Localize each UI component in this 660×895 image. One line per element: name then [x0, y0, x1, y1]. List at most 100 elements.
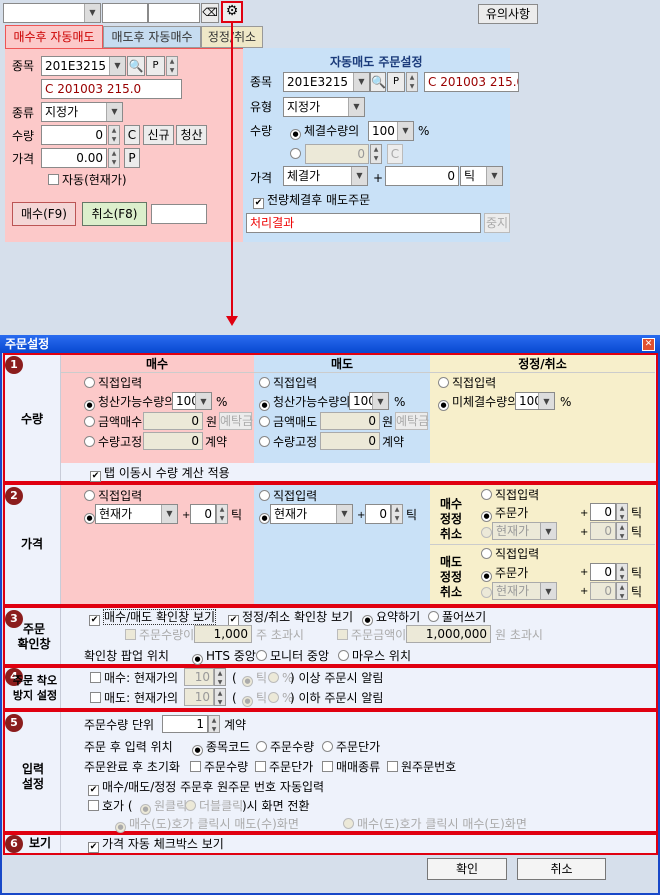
sell-mod-direct-radio[interactable]: 직접입력 — [481, 546, 539, 562]
sell-fixed-input[interactable]: 0 — [320, 432, 380, 450]
notice-button[interactable]: 유의사항 — [478, 4, 538, 24]
order-type-select[interactable]: 지정가▼ — [41, 102, 123, 122]
buy-tick-input[interactable]: 0 — [190, 504, 216, 524]
unfilled-radio[interactable]: ●미체결수량의 — [438, 394, 518, 411]
buy-button[interactable]: 매수(F9) — [12, 202, 76, 226]
r-search-icon[interactable]: 🔍 — [370, 72, 386, 92]
monitor-center-radio[interactable]: 모니터 중앙 — [256, 648, 329, 664]
sell-alert-input[interactable]: 10 — [184, 688, 214, 706]
r-clear-button[interactable]: C — [387, 144, 403, 164]
summary-radio[interactable]: ●요약하기 — [362, 609, 420, 626]
buy-mod-order-radio[interactable]: ●주문가 — [481, 505, 528, 522]
tab-sell-auto-buy[interactable]: 매도후 자동매수 — [103, 26, 201, 48]
sell-alert-checkbox[interactable]: 매도: 현재가의 — [90, 690, 178, 706]
tab-apply-checkbox[interactable]: ✔탭 이동시 수량 계산 적용 — [90, 466, 230, 482]
buy-mod-direct-radio[interactable]: 직접입력 — [481, 487, 539, 503]
password-field[interactable] — [148, 3, 200, 23]
price-type-select[interactable]: 체결가▼ — [283, 166, 368, 186]
full-radio[interactable]: 풀어쓰기 — [428, 609, 486, 625]
account-field[interactable] — [102, 3, 148, 23]
qty-unit-input[interactable]: 1 — [162, 715, 208, 733]
dialog-cancel-button[interactable]: 취소 — [517, 858, 606, 880]
price-spinner[interactable]: ▲▼ — [108, 148, 120, 168]
price-p-button[interactable]: P — [124, 148, 140, 168]
sell-price-direct-radio[interactable]: 직접입력 — [259, 488, 317, 504]
buy-mod-tick2-input[interactable]: 0 — [590, 522, 616, 540]
sell-mod-current-select[interactable]: 현재가▼ — [492, 582, 557, 600]
buy-direct-radio[interactable]: 직접입력 — [84, 375, 142, 391]
sell-alert-spinner[interactable]: ▲▼ — [214, 688, 226, 706]
reset-kind-checkbox[interactable]: 매매종류 — [322, 759, 380, 775]
qty-input[interactable]: 0 — [41, 125, 107, 145]
auto-current-checkbox[interactable]: 자동(현재가) — [48, 172, 127, 188]
sell-mod-tick-input[interactable]: 0 — [590, 563, 616, 581]
search-icon[interactable]: 🔍 — [127, 56, 145, 76]
buy-mod-tick-input[interactable]: 0 — [590, 503, 616, 521]
mouse-pos-radio[interactable]: 마우스 위치 — [338, 648, 411, 664]
buy-amount-input[interactable]: 0 — [143, 412, 203, 430]
hoga-checkbox[interactable]: 호가 ( — [88, 798, 133, 814]
sell-amount-input[interactable]: 0 — [320, 412, 380, 430]
eraser-icon[interactable]: ⌫ — [201, 3, 219, 23]
sell-price-select[interactable]: 현재가▼ — [270, 504, 353, 524]
buy-price-direct-radio[interactable]: 직접입력 — [84, 488, 142, 504]
qty-over-checkbox[interactable]: 주문수량이 — [125, 627, 194, 643]
qty-radio[interactable]: 주문수량 — [256, 739, 314, 755]
auto-orig-checkbox[interactable]: ✔매수/매도/정정 주문후 원주문 번호 자동입력 — [88, 780, 325, 796]
reset-price-checkbox[interactable]: 주문단가 — [255, 759, 313, 775]
code-radio[interactable]: ●종목코드 — [192, 739, 250, 756]
auto-price-checkbox[interactable]: ✔가격 자동 체크박스 보기 — [88, 837, 224, 853]
buy-mod-current-select[interactable]: 현재가▼ — [492, 522, 557, 540]
symbol-input[interactable]: 201E3215▼ — [41, 56, 126, 76]
amt-over-checkbox[interactable]: 주문금액이 — [337, 627, 406, 643]
buy-price-select[interactable]: 현재가▼ — [95, 504, 178, 524]
sell-pct-radio[interactable]: % — [268, 690, 293, 706]
sell-mod-order-radio[interactable]: ●주문가 — [481, 565, 528, 582]
r-p-enter-button[interactable]: P — [387, 72, 405, 92]
buy-fixed-radio[interactable]: 수량고정 — [84, 434, 142, 450]
sell-mod-tick-spinner[interactable]: ▲▼ — [616, 563, 628, 581]
buy-mod-current-radio[interactable] — [481, 525, 495, 541]
one-click-radio[interactable]: ●원클릭 — [140, 798, 187, 815]
sell-pct-select[interactable]: 100▼ — [349, 392, 389, 410]
qty-over-input[interactable]: 1,000 — [194, 625, 252, 643]
buy-alert-input[interactable]: 10 — [184, 668, 214, 686]
sell-deposit-button[interactable]: 예탁금 — [395, 412, 430, 430]
sell-mod-current-radio[interactable] — [481, 585, 495, 601]
buy-mod-tick2-spinner[interactable]: ▲▼ — [616, 522, 628, 540]
liquidate-button[interactable]: 청산 — [176, 125, 207, 145]
fill-pct-select[interactable]: 100▼ — [368, 121, 414, 141]
show-modify-confirm-checkbox[interactable]: ✔정정/취소 확인창 보기 — [228, 610, 354, 626]
sell-liq-radio[interactable]: ●청산가능수량의 — [259, 394, 350, 411]
sell-fixed-radio[interactable]: 수량고정 — [259, 434, 317, 450]
r-symbol-input[interactable]: 201E3215▼ — [283, 72, 370, 92]
buy-amount-radio[interactable]: 금액매수 — [84, 414, 142, 430]
modify-direct-radio[interactable]: 직접입력 — [438, 375, 496, 391]
reset-qty-checkbox[interactable]: 주문수량 — [190, 759, 248, 775]
opt-a-radio[interactable]: ●매수(도)호가 클릭시 매도(수)화면 — [115, 816, 299, 833]
double-click-radio[interactable]: 더블클릭 — [185, 798, 243, 814]
p-enter-button[interactable]: P — [146, 56, 165, 76]
tick-unit-select[interactable]: 틱▼ — [460, 166, 503, 186]
close-icon[interactable]: ✕ — [642, 338, 655, 351]
stop-button[interactable]: 중지 — [484, 213, 510, 233]
sell-tick-radio[interactable]: ●틱 — [242, 690, 267, 707]
sell-tick-spinner[interactable]: ▲▼ — [391, 504, 403, 524]
fill-qty-radio[interactable]: ●체결수량의 — [290, 123, 359, 140]
buy-mod-tick-spinner[interactable]: ▲▼ — [616, 503, 628, 521]
qty-spinner[interactable]: ▲▼ — [108, 125, 120, 145]
buy-tick-spinner[interactable]: ▲▼ — [216, 504, 228, 524]
sell-direct-radio[interactable]: 직접입력 — [259, 375, 317, 391]
cancel-button[interactable]: 취소(F8) — [82, 202, 147, 226]
price-radio[interactable]: 주문단가 — [322, 739, 380, 755]
buy-pct-select[interactable]: 100▼ — [172, 392, 212, 410]
gear-icon[interactable]: ⚙ — [221, 1, 243, 23]
sell-tick-input[interactable]: 0 — [365, 504, 391, 524]
price-input[interactable]: 0.00 — [41, 148, 107, 168]
r-qty-input[interactable]: 0 — [305, 144, 369, 164]
ok-button[interactable]: 확인 — [427, 858, 507, 880]
hts-center-radio[interactable]: ●HTS 중앙 — [192, 648, 256, 665]
buy-liq-radio[interactable]: ●청산가능수량의 — [84, 394, 175, 411]
buy-pct-radio[interactable]: % — [268, 670, 293, 686]
unfilled-pct-select[interactable]: 100▼ — [515, 392, 555, 410]
